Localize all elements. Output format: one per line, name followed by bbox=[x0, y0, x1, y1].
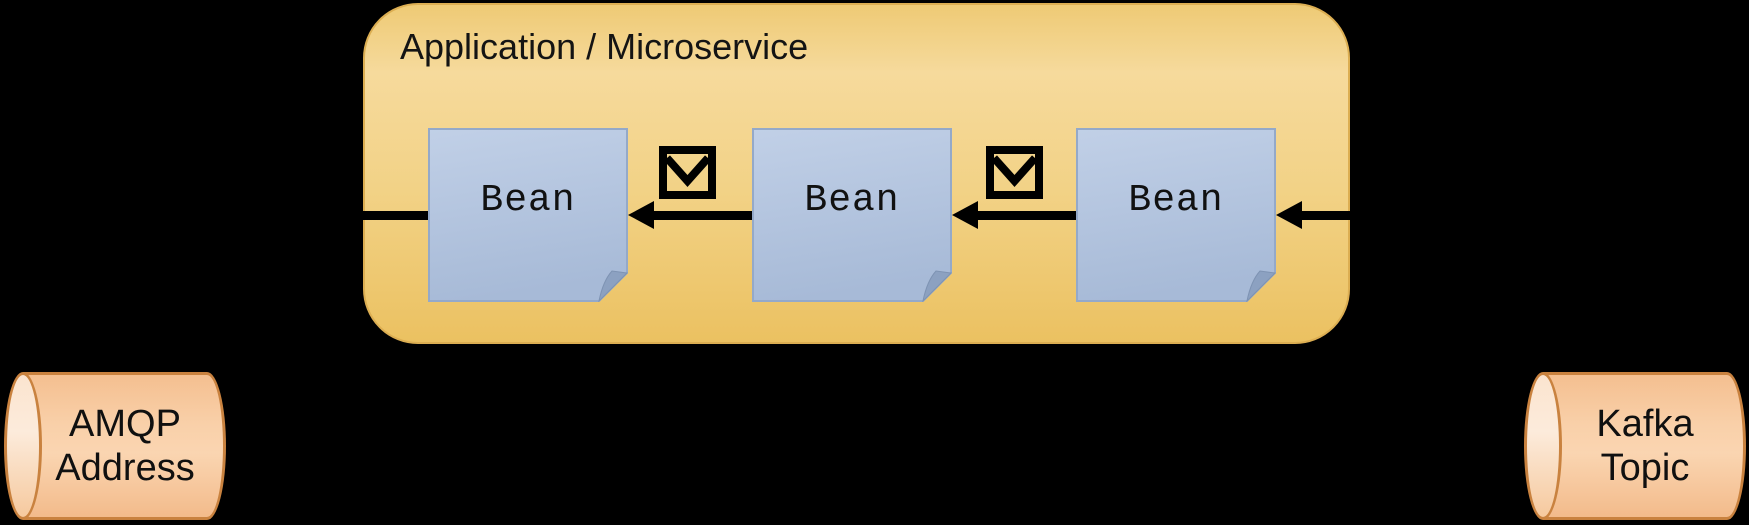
kafka-topic-label: Kafka Topic bbox=[1524, 372, 1746, 520]
sticky-note-shape bbox=[428, 128, 628, 302]
arrowhead-bean3-to-bean2 bbox=[952, 201, 978, 229]
cylinder-cap bbox=[4, 372, 42, 520]
arrow-bean3-to-bean2 bbox=[975, 211, 1076, 220]
amqp-address-cylinder: AMQP Address bbox=[4, 372, 226, 520]
arrow-kafka-to-bean3 bbox=[1299, 211, 1350, 220]
kafka-topic-cylinder: Kafka Topic bbox=[1524, 372, 1746, 520]
amqp-line2: Address bbox=[55, 447, 195, 489]
application-title: Application / Microservice bbox=[400, 26, 809, 67]
cylinder-body bbox=[23, 372, 226, 520]
envelope-icon bbox=[986, 146, 1043, 199]
kafka-line2: Topic bbox=[1600, 447, 1690, 489]
arrowhead-bean2-to-bean1 bbox=[628, 201, 654, 229]
amqp-address-label: AMQP Address bbox=[4, 372, 226, 520]
cylinder-cap bbox=[1524, 372, 1562, 520]
bean-node-2: Bean bbox=[752, 128, 952, 302]
connector-line-left bbox=[361, 211, 430, 220]
kafka-line1: Kafka bbox=[1596, 403, 1694, 445]
sticky-note-shape bbox=[1076, 128, 1276, 302]
amqp-line1: AMQP bbox=[69, 403, 181, 445]
arrowhead-kafka-to-bean3 bbox=[1276, 201, 1302, 229]
envelope-icon bbox=[659, 146, 716, 199]
bean-node-1: Bean bbox=[428, 128, 628, 302]
bean-label: Bean bbox=[1128, 179, 1224, 222]
sticky-note-shape bbox=[752, 128, 952, 302]
bean-label: Bean bbox=[480, 179, 576, 222]
arrow-bean2-to-bean1 bbox=[651, 211, 752, 220]
cylinder-body bbox=[1543, 372, 1746, 520]
bean-node-3: Bean bbox=[1076, 128, 1276, 302]
bean-label: Bean bbox=[804, 179, 900, 222]
